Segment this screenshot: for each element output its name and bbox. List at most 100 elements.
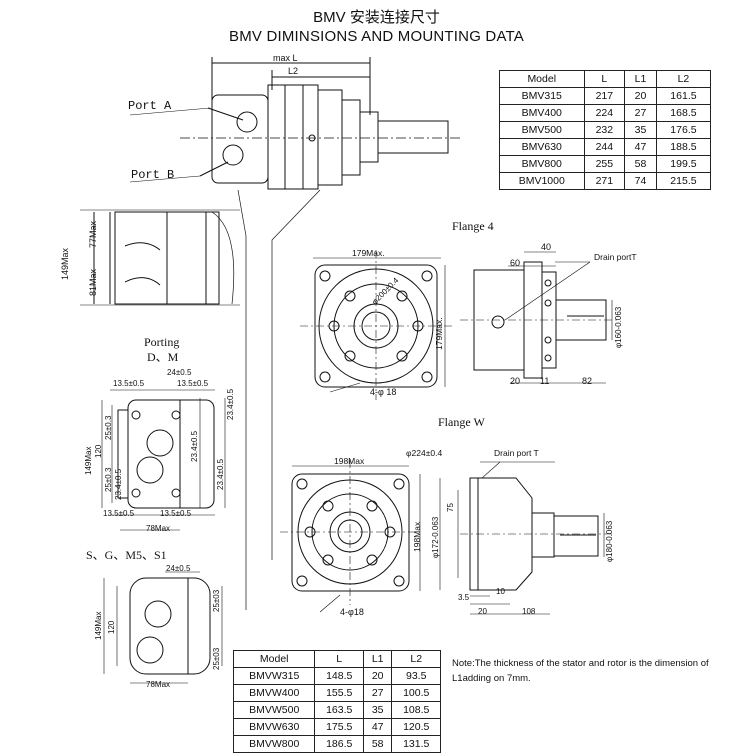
sg-25-a: 25±03	[212, 589, 221, 612]
d172: φ172-0.063	[431, 516, 440, 558]
dm-25-a: 25±0.3	[104, 415, 113, 440]
d198max-horizontal: 198Max	[334, 456, 365, 466]
cell-model: BMVW400	[232, 684, 316, 702]
cell-model: BMVW800	[232, 735, 316, 753]
porting-dm-view	[101, 389, 226, 531]
header-l: L	[314, 650, 364, 668]
d4-18-flange-w: 4-φ18	[340, 607, 364, 617]
header-l1: L1	[624, 70, 657, 88]
header-model: Model	[232, 650, 316, 668]
d75: 75	[446, 503, 455, 512]
title-cn: BMV 安装连接尺寸	[313, 9, 440, 26]
cell-l1: 27	[362, 684, 393, 702]
dm-24: 24±0.5	[167, 368, 192, 377]
d224: φ224±0.4	[406, 448, 443, 458]
cell-model: BMV630	[499, 138, 585, 156]
cell-l2: 199.5	[655, 155, 712, 173]
cell-model: BMVW630	[232, 718, 316, 736]
header-l2: L2	[391, 650, 441, 668]
cell-l2: 108.5	[391, 701, 441, 719]
dm-25-b: 25±0.3	[104, 467, 113, 492]
sg-120: 120	[107, 620, 116, 634]
motor-end-view	[80, 209, 240, 306]
cell-l2: 100.5	[391, 684, 441, 702]
cell-l: 232	[583, 121, 626, 139]
cell-l: 155.5	[314, 684, 364, 702]
d20-flange4: 20	[510, 376, 521, 386]
header-l2: L2	[655, 70, 712, 88]
cell-l: 163.5	[314, 701, 364, 719]
dm-13-5-top-right: 13.5±0.5	[177, 379, 209, 388]
d180: φ180-0.063	[605, 520, 614, 562]
dm-13-5-bottom-right: 13.5±0.5	[160, 509, 192, 518]
dim-77max: 77Max	[88, 220, 98, 248]
cell-l1: 35	[362, 701, 393, 719]
d108: 108	[522, 607, 536, 616]
cell-l2: 176.5	[655, 121, 712, 139]
cell-l: 148.5	[314, 667, 364, 685]
flange-4-front-view	[300, 250, 455, 400]
dm-13-5-bottom-left: 13.5±0.5	[103, 509, 135, 518]
cell-model: BMV1000	[499, 172, 585, 190]
dm-13-5-top-left: 13.5±0.5	[113, 379, 145, 388]
cell-l: 255	[583, 155, 626, 173]
dm-23-4-a: 23.4±0.5	[226, 388, 235, 420]
cell-l1: 20	[362, 667, 393, 685]
port-a-label: Port A	[128, 99, 172, 113]
cell-l1: 35	[624, 121, 657, 139]
dim-149max: 149Max	[60, 247, 70, 280]
d179max-vertical: 179Max.	[434, 317, 444, 350]
cell-l: 224	[583, 104, 626, 122]
d179max-horizontal: 179Max.	[352, 248, 385, 258]
d60: 60	[510, 258, 521, 268]
cell-l1: 58	[362, 735, 393, 753]
d82: 82	[582, 376, 593, 386]
cell-l2: 188.5	[655, 138, 712, 156]
flange-4-side-view	[460, 251, 620, 384]
drain-port-t-flange-w: Drain port T	[494, 448, 539, 458]
cell-l2: 120.5	[391, 718, 441, 736]
cell-l1: 47	[362, 718, 393, 736]
dm-78max: 78Max	[146, 524, 171, 533]
porting-dm-title: Porting	[144, 335, 180, 349]
porting-sg-view	[103, 571, 223, 684]
d10: 10	[496, 587, 505, 596]
table-header-row: Model L L1 L2	[232, 650, 441, 668]
dm-149: 149Max	[84, 446, 93, 475]
sg-24: 24±0.5	[166, 564, 191, 573]
cell-l: 186.5	[314, 735, 364, 753]
cell-l: 175.5	[314, 718, 364, 736]
cell-model: BMV315	[499, 87, 585, 105]
drain-port-t-flange4: Drain portT	[594, 252, 637, 262]
sg-149: 149Max	[94, 611, 103, 640]
note-text: Note:The thickness of the stator and rot…	[452, 658, 709, 684]
d40: 40	[541, 242, 552, 252]
d20-flange-w: 20	[478, 607, 487, 616]
table-header-row: Model L L1 L2	[499, 70, 712, 88]
cell-l: 271	[583, 172, 626, 190]
header-model: Model	[499, 70, 585, 88]
dim-l2: L2	[288, 66, 299, 76]
d198max-vertical: 198Max	[412, 521, 422, 552]
dim-max-l: max L	[273, 53, 298, 63]
cell-model: BMVW500	[232, 701, 316, 719]
cell-l2: 131.5	[391, 735, 441, 753]
cell-l2: 161.5	[655, 87, 712, 105]
d3-5: 3.5	[458, 593, 470, 602]
porting-sg-title: S、G、M5、S1	[86, 548, 167, 562]
port-b-label: Port B	[131, 168, 175, 182]
header-l1: L1	[362, 650, 393, 668]
title-en: BMV DIMINSIONS AND MOUNTING DATA	[228, 28, 525, 45]
cell-model: BMV500	[499, 121, 585, 139]
cell-l1: 58	[624, 155, 657, 173]
